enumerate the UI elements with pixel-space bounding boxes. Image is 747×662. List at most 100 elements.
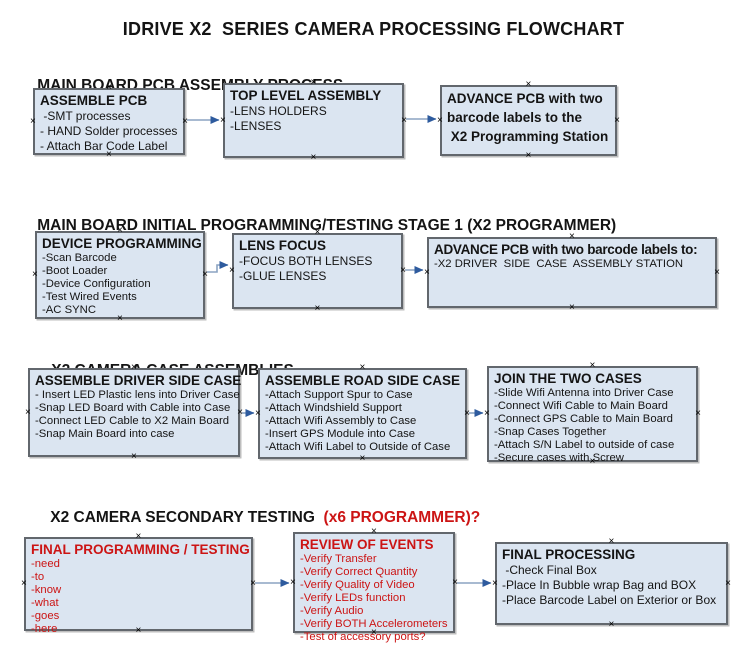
box-join-the-two-cases: × × × × JOIN THE TWO CASES -Slide Wifi A… (484, 360, 701, 467)
box-item: -Verify Audio (300, 605, 364, 617)
connection-handle-icon: × (25, 406, 31, 418)
box-title: LENS FOCUS (239, 238, 327, 253)
connection-handle-icon: × (525, 150, 532, 161)
box-item: -Verify BOTH Accelerometers (300, 618, 448, 630)
box-item: -Verify LEDs function (300, 592, 406, 604)
box-item: -Attach Wifi Assembly to Case (265, 415, 417, 427)
box-item: -Test of accessory ports? (300, 631, 426, 643)
flow-arrow (207, 261, 229, 273)
section-heading-text: MAIN BOARD INITIAL PROGRAMMING/TESTING S… (37, 217, 617, 234)
box-assemble-road-side-case: × × × × ASSEMBLE ROAD SIDE CASE -Attach … (255, 362, 470, 464)
connection-handle-icon: × (32, 269, 38, 280)
connection-handle-icon: × (464, 407, 470, 419)
connection-handle-icon: × (452, 576, 458, 588)
section-heading-red-text: (x6 PROGRAMMER)? (323, 509, 481, 526)
box-lens-focus: × × × × LENS FOCUS -FOCUS BOTH LENSES -G… (229, 227, 406, 314)
connection-handle-icon: × (314, 303, 321, 314)
box-item: -Verify Quality of Video (300, 579, 415, 591)
box-advance-pcb-driver-side-station: × × × × ADVANCE PCB with two barcode lab… (424, 231, 720, 313)
box-title: TOP LEVEL ASSEMBLY (230, 88, 382, 103)
box-title: JOIN THE TWO CASES (494, 371, 642, 386)
connection-handle-icon: × (569, 302, 575, 313)
connection-handle-icon: × (400, 265, 406, 276)
connection-handle-icon: × (255, 407, 261, 419)
box-item: -Slide Wifi Antenna into Driver Case (494, 387, 674, 399)
connection-handle-icon: × (202, 269, 208, 280)
connection-handle-icon: × (290, 576, 296, 588)
box-top-level-assembly: × × × × TOP LEVEL ASSEMBLY -LENS HOLDERS… (220, 78, 407, 163)
connection-handle-icon: × (608, 619, 615, 630)
connection-handle-icon: × (131, 362, 137, 373)
section-heading-text: X2 CAMERA SECONDARY TESTING (50, 509, 324, 526)
box-advance-pcb-programming-station: × × × × ADVANCE PCB with two barcode lab… (437, 79, 620, 161)
section-heading-initial-programming: MAIN BOARD INITIAL PROGRAMMING/TESTING S… (20, 199, 616, 253)
connection-handle-icon: × (437, 114, 443, 126)
connection-handle-icon: × (371, 526, 377, 537)
box-item: -Connect Wifi Cable to Main Board (494, 400, 668, 412)
connection-handle-icon: × (21, 578, 27, 589)
box-item: -Test Wired Events (42, 291, 137, 303)
connection-handle-icon: × (492, 577, 498, 589)
connection-handle-icon: × (614, 114, 620, 126)
box-item: -LENS HOLDERS (230, 104, 327, 118)
box-item: -Snap Main Board into case (35, 428, 175, 440)
connection-handle-icon: × (117, 225, 123, 236)
box-item: -what (31, 597, 59, 609)
box-title: FINAL PROCESSING (502, 547, 636, 562)
box-item: -to (31, 571, 45, 583)
box-item: -LENSES (230, 119, 282, 133)
box-item: -Snap Cases Together (494, 426, 607, 438)
box-device-programming: × × × × DEVICE PROGRAMMING -Scan Barcode… (32, 225, 208, 324)
connection-handle-icon: × (401, 114, 407, 126)
box-title: ASSEMBLE DRIVER SIDE CASE (35, 373, 242, 388)
box-item: -Connect LED Cable to X2 Main Board (35, 415, 230, 427)
connection-handle-icon: × (589, 360, 596, 371)
box-item: -Attach S/N Label to outside of case (494, 439, 675, 451)
connection-handle-icon: × (359, 362, 366, 373)
connection-handle-icon: × (314, 227, 321, 238)
connection-handle-icon: × (310, 152, 317, 163)
box-item: -Attach Wifi Label to Outside of Case (265, 441, 451, 453)
box-item: -GLUE LENSES (239, 269, 327, 283)
box-item: - HAND Solder processes (40, 124, 178, 138)
connection-handle-icon: × (424, 266, 430, 278)
box-title: DEVICE PROGRAMMING (42, 236, 202, 251)
box-item: -AC SYNC (42, 304, 96, 316)
box-item: -X2 DRIVER SIDE CASE ASSEMBLY STATION (434, 258, 684, 270)
box-final-processing: × × × × FINAL PROCESSING -Check Final Bo… (492, 536, 731, 630)
section-heading-secondary-testing: X2 CAMERA SECONDARY TESTING (x6 PROGRAMM… (33, 491, 480, 545)
box-item: -goes (31, 610, 60, 622)
page-title: IDRIVE X2 SERIES CAMERA PROCESSING FLOWC… (122, 19, 625, 39)
box-item: -FOCUS BOTH LENSES (239, 254, 373, 268)
box-item: - Insert LED Plastic lens into Driver Ca… (35, 389, 240, 401)
connection-handle-icon: × (106, 82, 112, 93)
box-review-of-events: × × × × REVIEW OF EVENTS -Verify Transfe… (290, 526, 458, 644)
box-title: ASSEMBLE ROAD SIDE CASE (265, 373, 461, 388)
box-item: -Place In Bubble wrap Bag and BOX (502, 578, 697, 592)
connection-handle-icon: × (484, 408, 490, 419)
connection-handle-icon: × (725, 577, 731, 589)
box-item: -Place Barcode Label on Exterior or Box (502, 593, 717, 607)
box-assemble-pcb: × × × × ASSEMBLE PCB -SMT processes - HA… (30, 82, 188, 160)
connection-handle-icon: × (220, 114, 226, 126)
box-item: -Snap LED Board with Cable into Case (35, 402, 231, 414)
connection-handle-icon: × (229, 265, 235, 276)
box-item: -Verify Correct Quantity (300, 566, 418, 578)
connection-handle-icon: × (250, 578, 256, 589)
box-item: - Attach Bar Code Label (40, 139, 168, 153)
connection-handle-icon: × (608, 536, 615, 547)
connection-handle-icon: × (359, 453, 366, 464)
connection-handle-icon: × (714, 266, 720, 278)
connection-handle-icon: × (371, 627, 377, 638)
connection-handle-icon: × (695, 408, 701, 419)
box-final-programming-testing: × × × × FINAL PROGRAMMING / TESTING -nee… (21, 532, 256, 636)
box-title: FINAL PROGRAMMING / TESTING (31, 542, 250, 557)
box-item: -Boot Loader (42, 265, 108, 277)
connection-handle-icon: × (525, 79, 532, 90)
connection-handle-icon: × (106, 149, 112, 160)
box-item: -SMT processes (40, 109, 131, 123)
connection-handle-icon: × (569, 231, 575, 242)
connection-handle-icon: × (135, 625, 142, 636)
box-title: ADVANCE PCB with two barcode labels to: (434, 242, 698, 257)
